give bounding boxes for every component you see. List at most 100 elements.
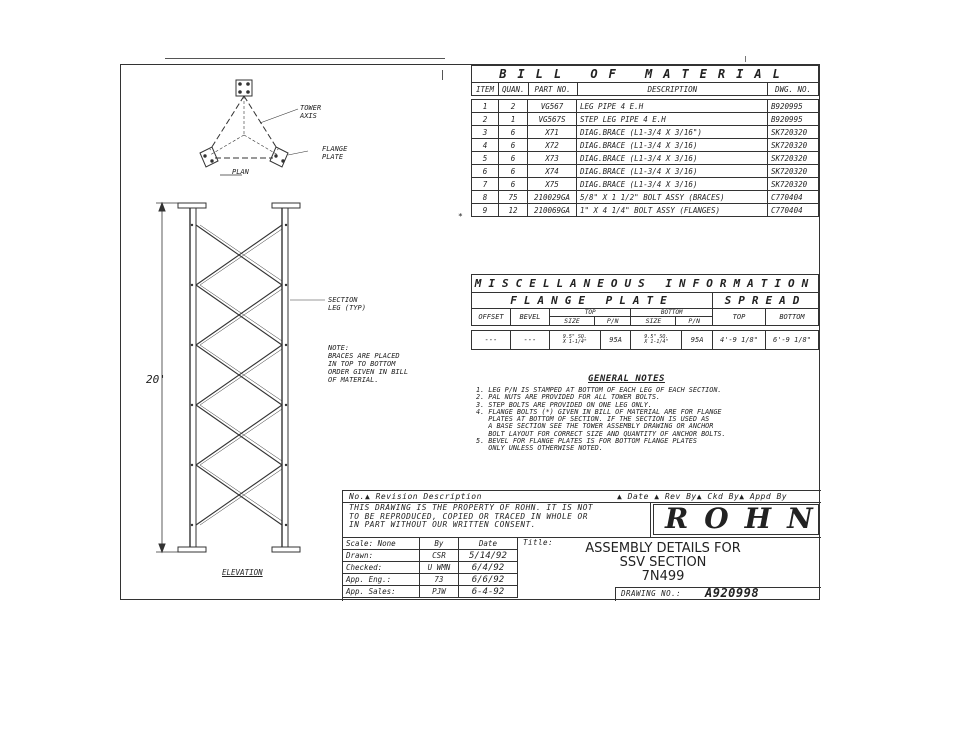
size-heading: SIZE	[549, 316, 595, 326]
bom-dwg-no: B920995	[767, 99, 819, 113]
bevel-value: ---	[510, 330, 550, 350]
bom-dwg-no: SK720320	[767, 125, 819, 139]
bom-description: LEG PIPE 4 E.H	[576, 99, 768, 113]
bom-part-no: X74	[527, 164, 577, 178]
bill-of-material: BILL OF MATERIAL ITEM QUAN. PART NO. DES…	[471, 65, 819, 217]
top-heading: TOP	[548, 308, 632, 317]
bom-quantity: 1	[498, 112, 528, 126]
bom-item: 8	[471, 190, 499, 204]
bom-part-no: VG567S	[527, 112, 577, 126]
bom-description: DIAG.BRACE (L1-3/4 X 3/16)	[576, 164, 768, 178]
elevation-label: ELEVATION	[222, 568, 263, 577]
approval-by: CSR	[419, 549, 459, 562]
bom-part-no: X71	[527, 125, 577, 139]
bom-item: 6	[471, 164, 499, 178]
bom-table: ITEM QUAN. PART NO. DESCRIPTION DWG. NO.	[471, 82, 819, 96]
property-notice: THIS DRAWING IS THE PROPERTY OF ROHN. IT…	[349, 503, 594, 529]
bom-quantity: 6	[498, 138, 528, 152]
bom-dwg-no: SK720320	[767, 138, 819, 152]
bom-description: DIAG.BRACE (L1-3/4 X 3/16")	[576, 125, 768, 139]
approval-date: 6/6/92	[457, 573, 519, 586]
flange-plate-heading: FLANGE PLATE	[471, 292, 713, 309]
approval-date: 6-4-92	[457, 585, 519, 598]
misc-row: --- --- 9.5" SQ. X 1-1/4" 95A 9.5" SQ. X…	[471, 330, 819, 350]
bom-item: 2	[471, 112, 499, 126]
bom-quantity: 6	[498, 177, 528, 191]
spread-bottom-value: 6'-9 1/8"	[765, 330, 819, 350]
bottom-size-value: 9.5" SQ. X 1-1/4"	[630, 330, 683, 350]
elevation-view	[156, 201, 325, 554]
bom-item: 7	[471, 177, 499, 191]
approval-role: Checked:	[342, 561, 420, 574]
bom-header: ITEM	[471, 82, 499, 96]
bom-item: 4	[471, 138, 499, 152]
bom-part-no: VG567	[527, 99, 577, 113]
revision-columns: ▲ Date ▲ Rev By▲ Ckd By▲ Appd By	[617, 492, 788, 501]
bom-header: QUAN.	[498, 82, 529, 96]
approval-by: 73	[419, 573, 459, 586]
bom-item: 5	[471, 151, 499, 165]
bom-description: DIAG.BRACE (L1-3/4 X 3/16)	[576, 151, 768, 165]
bom-dwg-no: SK720320	[767, 177, 819, 191]
approval-by: U WMN	[419, 561, 459, 574]
tick-mark	[745, 56, 746, 62]
bom-quantity: 2	[498, 99, 528, 113]
bracing-note: NOTE: BRACES ARE PLACED IN TOP TO BOTTOM…	[328, 344, 409, 384]
approval-date: 6/4/92	[457, 561, 519, 574]
approval-date: 5/14/92	[457, 549, 519, 562]
bom-description: 5/8" X 1 1/2" BOLT ASSY (BRACES)	[576, 190, 768, 204]
scale-label: Scale: None	[342, 537, 420, 550]
top-pn-value: 95A	[599, 330, 632, 350]
bom-description: DIAG.BRACE (L1-3/4 X 3/16)	[576, 177, 768, 191]
bom-dwg-no: SK720320	[767, 151, 819, 165]
bom-part-no: 210069GA	[527, 203, 577, 217]
misc-table: MISCELLANEOUS INFORMATION FLANGE PLATE S…	[471, 274, 819, 326]
drawing-number-label: DRAWING NO.:	[621, 589, 682, 598]
bom-part-no: X73	[527, 151, 577, 165]
bom-item: 3	[471, 125, 499, 139]
by-header: By	[419, 537, 459, 550]
approval-role: App. Eng.:	[342, 573, 420, 586]
tower-axis-label: TOWER AXIS	[300, 104, 322, 120]
bom-header: DESCRIPTION	[576, 82, 769, 96]
bom-item: 1	[471, 99, 499, 113]
bom-header: DWG. NO.	[767, 82, 819, 96]
bom-description: STEP LEG PIPE 4 E.H	[576, 112, 768, 126]
spread-heading: SPREAD	[712, 292, 819, 309]
tick-mark	[442, 70, 443, 80]
bevel-heading: BEVEL	[510, 308, 550, 326]
plan-label: PLAN	[232, 168, 249, 176]
bom-part-no: X72	[527, 138, 577, 152]
height-dimension: 20'	[146, 373, 166, 386]
misc-title: MISCELLANEOUS INFORMATION	[471, 274, 819, 293]
bom-quantity: 6	[498, 151, 528, 165]
bom-quantity: 75	[498, 190, 528, 204]
offset-value: ---	[471, 330, 511, 350]
top-size-value: 9.5" SQ. X 1-1/4"	[549, 330, 601, 350]
bom-dwg-no: SK720320	[767, 164, 819, 178]
bom-dwg-no: C770404	[767, 203, 819, 217]
plan-view	[199, 79, 309, 176]
bom-header-row: ITEM QUAN. PART NO. DESCRIPTION DWG. NO.	[471, 82, 819, 96]
bom-quantity: 12	[498, 203, 528, 217]
general-notes: 1. LEG P/N IS STAMPED AT BOTTOM OF EACH …	[476, 386, 726, 453]
title-label: Title:	[523, 538, 554, 547]
approval-role: App. Sales:	[342, 585, 420, 598]
approval-role: Drawn:	[342, 549, 420, 562]
bottom-pn-value: 95A	[681, 330, 713, 350]
bom-part-no: X75	[527, 177, 577, 191]
bom-header: PART NO.	[527, 82, 578, 96]
drawing-number: A920998	[705, 586, 760, 600]
revision-header: No.▲ Revision Description	[349, 492, 482, 501]
